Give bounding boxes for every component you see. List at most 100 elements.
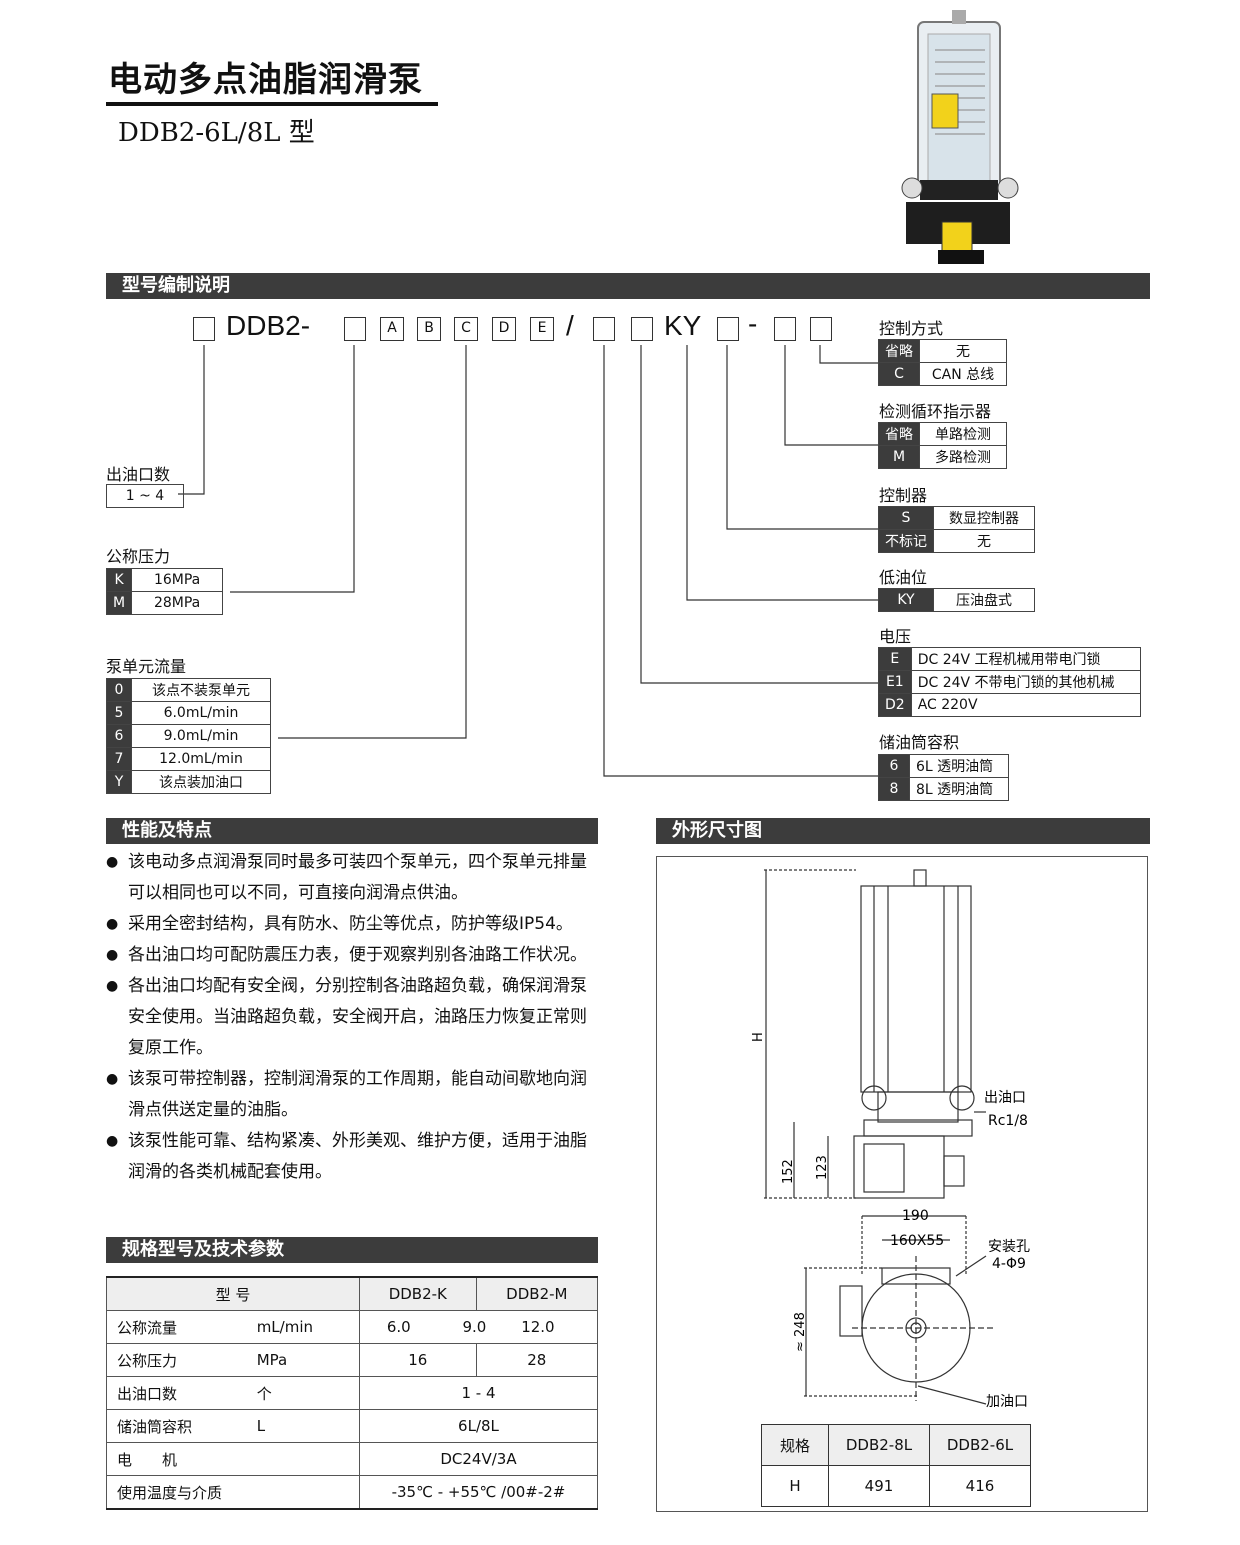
voltage-value: DC 24V 不带电门锁的其他机械 bbox=[910, 670, 1141, 694]
spec-value: 1 - 4 bbox=[358, 1376, 599, 1410]
code-slot-indicator bbox=[774, 317, 796, 341]
spec-header: DDB2-M bbox=[475, 1276, 599, 1311]
code-slot-e: E bbox=[530, 317, 554, 341]
feature-item: 采用全密封结构，具有防水、防尘等优点，防护等级IP54。 bbox=[106, 909, 600, 940]
code-dash: - bbox=[748, 308, 758, 339]
control-mode-value: 无 bbox=[919, 339, 1007, 363]
dim-123: 123 bbox=[815, 1155, 830, 1180]
section-specs: 规格型号及技术参数 bbox=[106, 1237, 598, 1263]
spec-value: 16 bbox=[358, 1343, 477, 1377]
model-subtitle: DDB2-6L/8L 型 bbox=[118, 118, 315, 148]
flow-value: 该点装加油口 bbox=[131, 770, 271, 794]
spec-unit: L bbox=[246, 1409, 360, 1443]
low-level-value: 压油盘式 bbox=[933, 588, 1035, 612]
pressure-label: 公称压力 bbox=[106, 547, 171, 566]
voltage-label: 电压 bbox=[879, 627, 912, 646]
flow-key: Y bbox=[106, 770, 132, 794]
mount-spec: 4-Φ9 bbox=[992, 1256, 1026, 1272]
h-table-header: 规格 bbox=[761, 1424, 829, 1466]
feature-item: 该泵性能可靠、结构紧凑、外形美观、维护方便，适用于油脂润滑的各类机械配套使用。 bbox=[106, 1126, 600, 1188]
controller-key: S bbox=[878, 506, 934, 530]
h-table-header: DDB2-8L bbox=[828, 1424, 930, 1466]
mount-label: 安装孔 bbox=[988, 1239, 1030, 1255]
spec-value: -35℃ - +55℃ /00#-2# bbox=[358, 1475, 599, 1510]
feature-item: 各出油口均可配防震压力表，便于观察判别各油路工作状况。 bbox=[106, 940, 600, 971]
reservoir-key: 6 bbox=[878, 754, 910, 778]
controller-key: 不标记 bbox=[878, 529, 934, 553]
code-slot-c: C bbox=[454, 317, 478, 341]
flow-value: 12.0mL/min bbox=[131, 747, 271, 771]
outlets-table: 1 ~ 4 bbox=[106, 484, 184, 508]
spec-table: 型 号 DDB2-K DDB2-M 公称流量 mL/min 6.0 9.0 12… bbox=[105, 1276, 599, 1510]
spec-name: 公称流量 bbox=[105, 1310, 247, 1344]
h-table-cell: 416 bbox=[929, 1465, 1031, 1507]
cycle-indicator-key: M bbox=[878, 445, 920, 469]
control-mode-label: 控制方式 bbox=[879, 319, 944, 338]
features-list: 该电动多点润滑泵同时最多可装四个泵单元，四个泵单元排量可以相同也可以不同，可直接… bbox=[106, 847, 600, 1188]
flow-key: 0 bbox=[106, 678, 132, 702]
flow-key: 6 bbox=[106, 724, 132, 748]
code-slot-d: D bbox=[492, 317, 516, 341]
fill-port-label: 加油口 bbox=[986, 1394, 1028, 1410]
pump-product-image bbox=[901, 10, 1019, 264]
h-table-cell: 491 bbox=[828, 1465, 930, 1507]
control-mode-key: C bbox=[878, 362, 920, 386]
code-connector-lines bbox=[178, 345, 878, 777]
dim-190: 190 bbox=[902, 1208, 929, 1224]
reservoir-value: 8L 透明油筒 bbox=[909, 777, 1009, 801]
dim-152: 152 bbox=[781, 1159, 796, 1184]
low-level-label: 低油位 bbox=[879, 568, 928, 587]
code-slot-control-mode bbox=[810, 317, 832, 341]
spec-value: 9.0 bbox=[437, 1310, 512, 1344]
reservoir-label: 储油筒容积 bbox=[879, 733, 960, 752]
outlet-thread: Rc1/8 bbox=[988, 1113, 1028, 1129]
dimension-drawing: 出油口 Rc1/8 H 152 123 190 160X55 安装孔 4-Φ9 … bbox=[751, 869, 1030, 1410]
code-slot-voltage bbox=[631, 317, 653, 341]
code-slot-controller bbox=[717, 317, 739, 341]
spec-value: 6.0 bbox=[358, 1310, 438, 1344]
code-slot-b: B bbox=[417, 317, 441, 341]
code-slash: / bbox=[566, 310, 574, 341]
pressure-key: K bbox=[105, 568, 133, 592]
spec-name: 出油口数 bbox=[105, 1376, 247, 1410]
controller-label: 控制器 bbox=[879, 486, 928, 505]
pressure-value: 16MPa bbox=[131, 568, 224, 592]
flow-value: 9.0mL/min bbox=[131, 724, 271, 748]
feature-item: 该泵可带控制器，控制润滑泵的工作周期，能自动间歇地向润滑点供送定量的油脂。 bbox=[106, 1064, 600, 1126]
spec-name: 公称压力 bbox=[105, 1343, 247, 1377]
h-table-header: DDB2-6L bbox=[929, 1424, 1031, 1466]
section-dimensions: 外形尺寸图 bbox=[656, 818, 1150, 844]
outlets-label: 出油口数 bbox=[106, 465, 171, 484]
spec-unit: MPa bbox=[246, 1343, 360, 1377]
spec-unit: 个 bbox=[246, 1376, 360, 1410]
outlets-value: 1 ~ 4 bbox=[106, 484, 184, 508]
section-features: 性能及特点 bbox=[106, 818, 598, 844]
low-level-key: KY bbox=[878, 588, 934, 612]
flow-key: 5 bbox=[106, 701, 132, 725]
spec-value: 6L/8L bbox=[358, 1409, 599, 1443]
code-slot-reservoir bbox=[593, 317, 615, 341]
code-prefix: DDB2- bbox=[226, 310, 311, 341]
flow-value: 该点不装泵单元 bbox=[131, 678, 271, 702]
spec-value: DC24V/3A bbox=[358, 1442, 599, 1476]
spec-unit: mL/min bbox=[246, 1310, 360, 1344]
dim-160x55: 160X55 bbox=[890, 1233, 944, 1249]
spec-name: 储油筒容积 bbox=[105, 1409, 247, 1443]
outlet-label: 出油口 bbox=[984, 1090, 1026, 1106]
voltage-value: DC 24V 工程机械用带电门锁 bbox=[910, 647, 1141, 671]
code-slot-a: A bbox=[380, 317, 404, 341]
h-table-cell: H bbox=[761, 1465, 829, 1507]
code-slot-pressure bbox=[344, 317, 366, 341]
cycle-indicator-value: 多路检测 bbox=[919, 445, 1007, 469]
dim-h: H bbox=[751, 1032, 766, 1042]
feature-item: 该电动多点润滑泵同时最多可装四个泵单元，四个泵单元排量可以相同也可以不同，可直接… bbox=[106, 847, 600, 909]
controller-value: 无 bbox=[933, 529, 1035, 553]
dimension-drawing-frame bbox=[656, 856, 1148, 1512]
pressure-value: 28MPa bbox=[131, 591, 224, 615]
dim-248: ≈ 248 bbox=[793, 1312, 808, 1352]
